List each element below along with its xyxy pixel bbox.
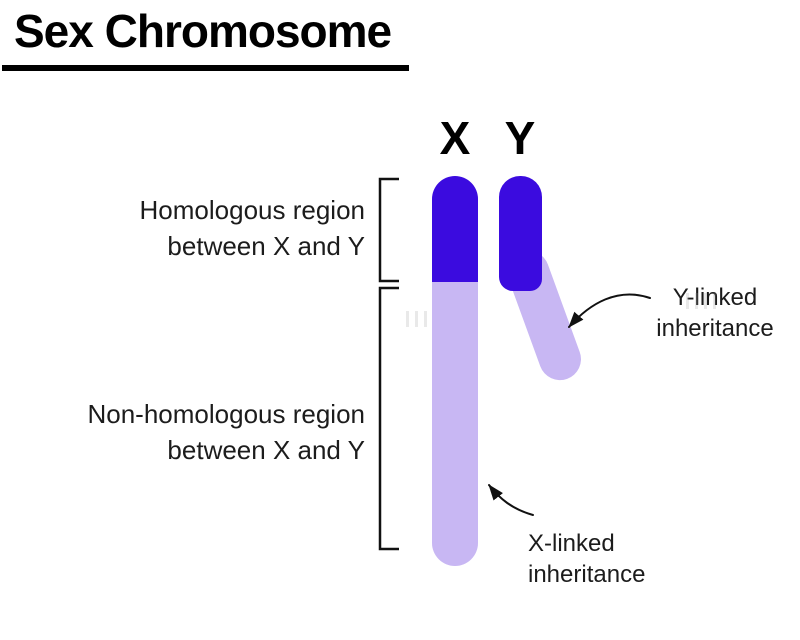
y-linked-arrow — [568, 293, 651, 328]
y-chromosome-label: Y — [504, 112, 536, 164]
non-homologous-bracket — [378, 286, 399, 551]
x-chromosome-label: X — [439, 112, 471, 164]
y-homologous-region — [499, 176, 542, 291]
y-linked-inheritance-label-line1: Y-linked — [672, 284, 758, 311]
non-homologous-region-label-line1: Non-homologous region — [87, 399, 365, 429]
homologous-bracket — [378, 177, 399, 283]
x-linked-arrow — [488, 484, 534, 516]
non-homologous-region-label-line2: between X and Y — [167, 435, 365, 465]
y-linked-inheritance-label: Y-linked inheritance — [645, 282, 785, 344]
x-chromosome — [432, 176, 478, 566]
y-linked-inheritance-label-line2: inheritance — [656, 315, 774, 342]
homologous-region-label-line1: Homologous region — [139, 195, 365, 225]
x-non-homologous-region — [432, 282, 478, 566]
x-homologous-region — [432, 176, 478, 282]
homologous-region-label: Homologous region between X and Y — [40, 192, 365, 264]
x-linked-inheritance-label-line1: X-linked — [528, 530, 615, 557]
x-linked-inheritance-label-line2: inheritance — [528, 561, 646, 588]
homologous-region-label-line2: between X and Y — [167, 231, 365, 261]
non-homologous-region-label: Non-homologous region between X and Y — [18, 396, 365, 468]
page-title: Sex Chromosome — [2, 4, 410, 71]
x-linked-inheritance-label: X-linked inheritance — [528, 528, 678, 590]
watermark-mark — [686, 293, 722, 309]
